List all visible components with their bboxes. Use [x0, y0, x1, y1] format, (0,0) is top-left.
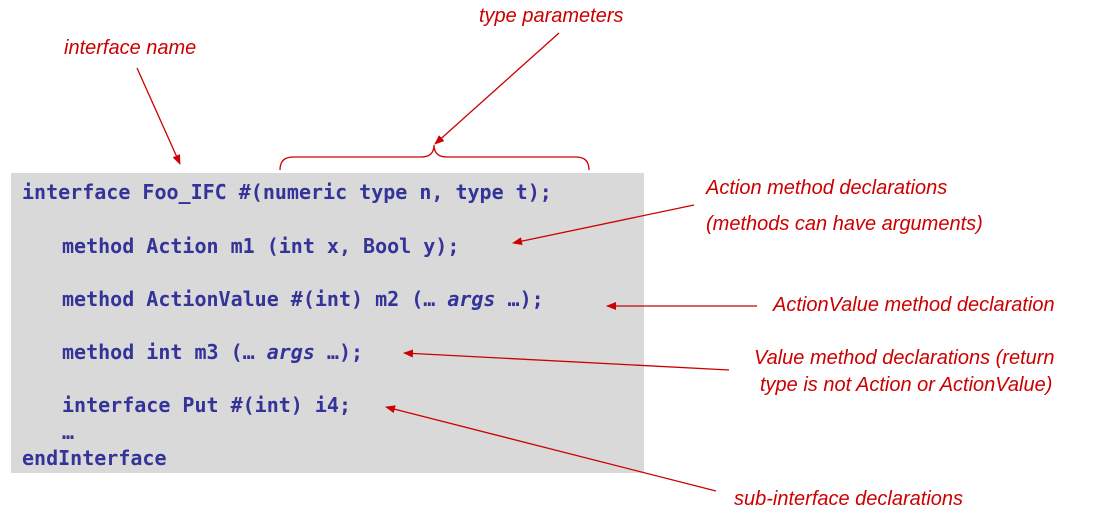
code-line-interface: interface Foo_IFC #(numeric type n, type…	[22, 180, 552, 204]
code-text: …);	[495, 287, 544, 311]
arrow-type-parameters	[434, 32, 560, 145]
type-params-brace	[279, 144, 590, 171]
arrow-subinterface	[385, 405, 717, 492]
code-line-end: endInterface	[22, 446, 167, 470]
code-line-method-m3: method int m3 (… args …);	[62, 340, 363, 364]
annotation-value-method-1: Value method declarations (return	[754, 347, 1055, 369]
code-line-subinterface: interface Put #(int) i4;	[62, 393, 351, 417]
annotation-subinterface: sub-interface declarations	[734, 488, 964, 510]
annotation-type-parameters: type parameters	[479, 5, 624, 27]
code-line-method-m1: method Action m1 (int x, Bool y);	[62, 234, 460, 258]
code-block	[11, 173, 644, 473]
arrow-value-method	[403, 349, 730, 371]
code-args: args	[266, 340, 315, 364]
arrow-action-method	[512, 204, 695, 246]
code-line-ellipsis: …	[62, 420, 75, 444]
annotation-action-method: Action method declarations	[706, 177, 948, 199]
annotation-interface-name: interface name	[64, 37, 197, 59]
annotation-value-method-2: type is not Action or ActionValue)	[760, 374, 1053, 396]
code-text: method int m3 (…	[62, 340, 267, 364]
code-line-method-m2: method ActionValue #(int) m2 (… args …);	[62, 287, 544, 311]
code-args: args	[447, 287, 496, 311]
annotation-action-method-sub: (methods can have arguments)	[706, 213, 983, 235]
code-text: …);	[314, 340, 364, 364]
arrow-interface-name	[136, 67, 181, 165]
code-text: method ActionValue #(int) m2 (…	[62, 287, 448, 311]
annotation-actionvalue-method: ActionValue method declaration	[773, 294, 1055, 316]
